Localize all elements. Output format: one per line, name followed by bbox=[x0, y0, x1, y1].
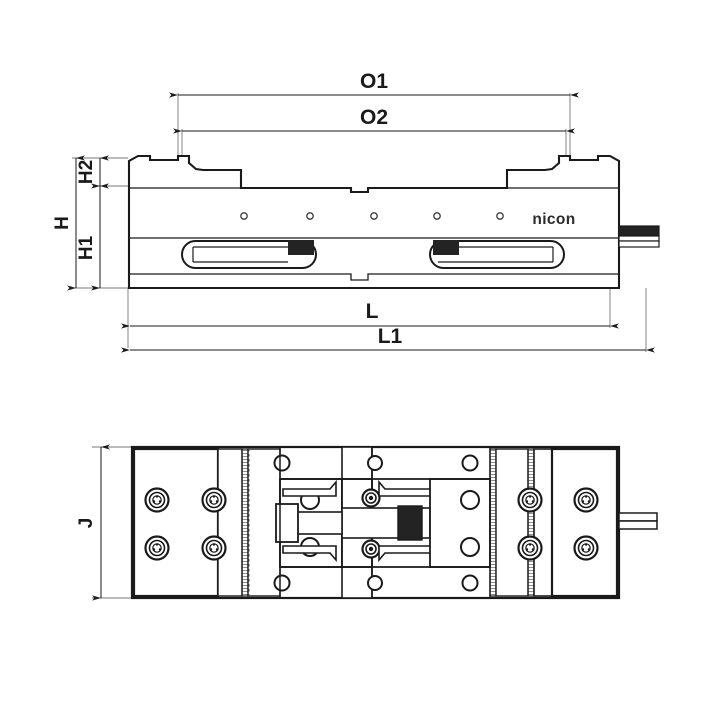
front-slot-left bbox=[181, 240, 317, 269]
left-jaw-hatch-strip bbox=[241, 448, 249, 597]
socket-screw-icon bbox=[144, 487, 170, 513]
right-jaw-hatch-strip-inner bbox=[489, 448, 497, 597]
dimension-o1: O1 bbox=[169, 70, 579, 98]
plan-body-edges bbox=[279, 447, 491, 598]
slot-outline-left bbox=[181, 240, 317, 269]
plan-right-screws bbox=[517, 487, 599, 561]
spindle-light-band bbox=[618, 235, 660, 242]
plan-base-plain-holes bbox=[273, 454, 479, 592]
wedge-upper-left bbox=[282, 479, 337, 497]
dimension-label-l: L bbox=[366, 300, 379, 323]
socket-screw-icon bbox=[517, 535, 543, 561]
front-hole bbox=[306, 212, 314, 220]
socket-screw-icon bbox=[361, 539, 381, 559]
front-hole bbox=[433, 212, 441, 220]
dimension-label-o1: O1 bbox=[360, 70, 388, 93]
left-jaw-gap bbox=[217, 448, 243, 597]
body-band-bottom-line bbox=[129, 273, 619, 281]
plan-left-jaw-assembly bbox=[132, 447, 281, 598]
dimension-label-o2: O2 bbox=[360, 106, 388, 129]
dimension-h: H bbox=[52, 155, 85, 291]
socket-screw-icon bbox=[517, 487, 543, 513]
front-hole-row bbox=[240, 212, 504, 220]
brand-logo-text: nicon bbox=[532, 211, 575, 228]
plan-spindle-band-bottom bbox=[618, 520, 658, 530]
plan-middle-rails bbox=[280, 478, 490, 568]
center-hole-bottom bbox=[367, 575, 383, 591]
plan-spindle-band-top bbox=[618, 512, 658, 522]
plain-hole bbox=[461, 574, 479, 592]
plan-lead-screw bbox=[275, 503, 431, 543]
slot-outline-right bbox=[429, 240, 565, 269]
socket-screw-icon bbox=[573, 487, 599, 513]
socket-screw-icon bbox=[201, 487, 227, 513]
plan-right-slide-holes bbox=[460, 490, 480, 557]
front-slot-right bbox=[429, 240, 565, 269]
front-hole bbox=[240, 212, 248, 220]
plain-hole bbox=[273, 574, 291, 592]
right-jaw-body bbox=[495, 448, 529, 597]
front-elevation-view: O1 O2 H H1 H2 L L1 bbox=[52, 70, 660, 353]
plain-hole bbox=[460, 537, 480, 557]
plan-spindle-handle bbox=[618, 512, 658, 530]
dimension-j: J bbox=[76, 444, 110, 601]
plain-hole bbox=[460, 490, 480, 510]
socket-screw-icon bbox=[144, 535, 170, 561]
front-hole bbox=[496, 212, 504, 220]
spindle-lower-band bbox=[618, 240, 660, 248]
dimension-l1: L1 bbox=[121, 325, 655, 353]
socket-screw-icon bbox=[573, 535, 599, 561]
plan-view: J bbox=[76, 444, 658, 601]
left-jaw-plate bbox=[132, 447, 220, 598]
right-jaw-hatch-strip-outer bbox=[527, 448, 535, 597]
dimension-label-j: J bbox=[76, 518, 97, 529]
right-jaw-gap bbox=[533, 448, 553, 597]
right-slide-block bbox=[429, 478, 491, 568]
slot-dark-block-right bbox=[433, 240, 459, 255]
plain-hole bbox=[461, 454, 479, 472]
left-jaw-body bbox=[247, 448, 281, 597]
plan-right-jaw-assembly bbox=[489, 447, 619, 598]
dimension-label-h2: H2 bbox=[76, 160, 97, 184]
dimension-h2: H2 bbox=[76, 155, 109, 189]
dimension-h1: H1 bbox=[76, 183, 109, 291]
lead-screw-collar-left bbox=[275, 503, 299, 543]
socket-screw-icon bbox=[361, 488, 381, 508]
dimension-label-h1: H1 bbox=[76, 235, 97, 260]
dimension-l: L bbox=[121, 300, 619, 329]
lead-screw-shank-left bbox=[295, 511, 343, 535]
socket-screw-icon bbox=[201, 535, 227, 561]
right-jaw-plate bbox=[550, 447, 619, 598]
dimension-label-h: H bbox=[52, 216, 73, 230]
spindle-handle-front bbox=[618, 225, 660, 248]
plain-hole bbox=[273, 454, 291, 472]
slot-dark-block-left bbox=[288, 240, 314, 255]
lead-screw-thread-block-right bbox=[397, 505, 423, 541]
front-hole bbox=[370, 212, 378, 220]
dimension-o2: O2 bbox=[173, 106, 575, 134]
wedge-lower-left bbox=[282, 545, 337, 563]
spindle-dark-band bbox=[618, 225, 660, 237]
dimension-label-l1: L1 bbox=[378, 325, 403, 348]
vise-front-detail-lines bbox=[129, 187, 619, 281]
plan-left-screws bbox=[144, 487, 227, 561]
plan-right-slide bbox=[429, 478, 491, 568]
center-hole-top bbox=[367, 455, 383, 471]
